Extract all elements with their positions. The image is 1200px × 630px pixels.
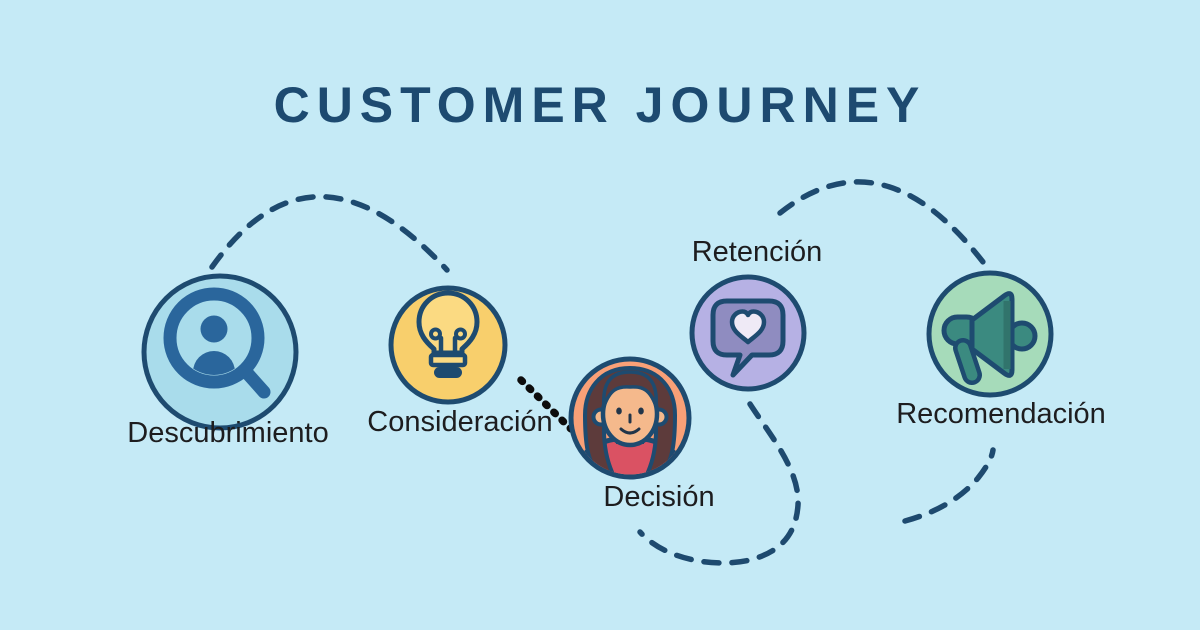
stage-label-recomendacion: Recomendación bbox=[896, 398, 1106, 430]
user-search-icon bbox=[163, 287, 271, 399]
stage-label-retencion: Retención bbox=[691, 236, 823, 268]
stage-label-decision: Decisión bbox=[603, 481, 715, 513]
connector-retention-recommendation bbox=[777, 179, 986, 265]
page-title: CUSTOMER JOURNEY bbox=[273, 77, 927, 133]
stage-decision bbox=[568, 356, 692, 480]
connector-recommendation-tail bbox=[902, 447, 996, 524]
stage-descubrimiento bbox=[141, 273, 299, 431]
stage-consideracion bbox=[388, 285, 508, 405]
connector-consideration-decision-dotted bbox=[517, 376, 575, 433]
connector-decision-retention bbox=[637, 401, 801, 566]
connectors bbox=[209, 179, 996, 566]
stage-label-consideracion: Consideración bbox=[367, 406, 553, 438]
heart-message-icon bbox=[710, 298, 786, 378]
stage-retencion bbox=[689, 274, 807, 392]
stage-recomendacion bbox=[926, 270, 1054, 398]
stage-label-descubrimiento: Descubrimiento bbox=[127, 417, 329, 449]
customer-avatar-icon bbox=[573, 366, 687, 475]
connector-discovery-consideration bbox=[209, 194, 450, 273]
lightbulb-icon bbox=[416, 290, 480, 378]
megaphone-icon bbox=[941, 291, 1038, 385]
